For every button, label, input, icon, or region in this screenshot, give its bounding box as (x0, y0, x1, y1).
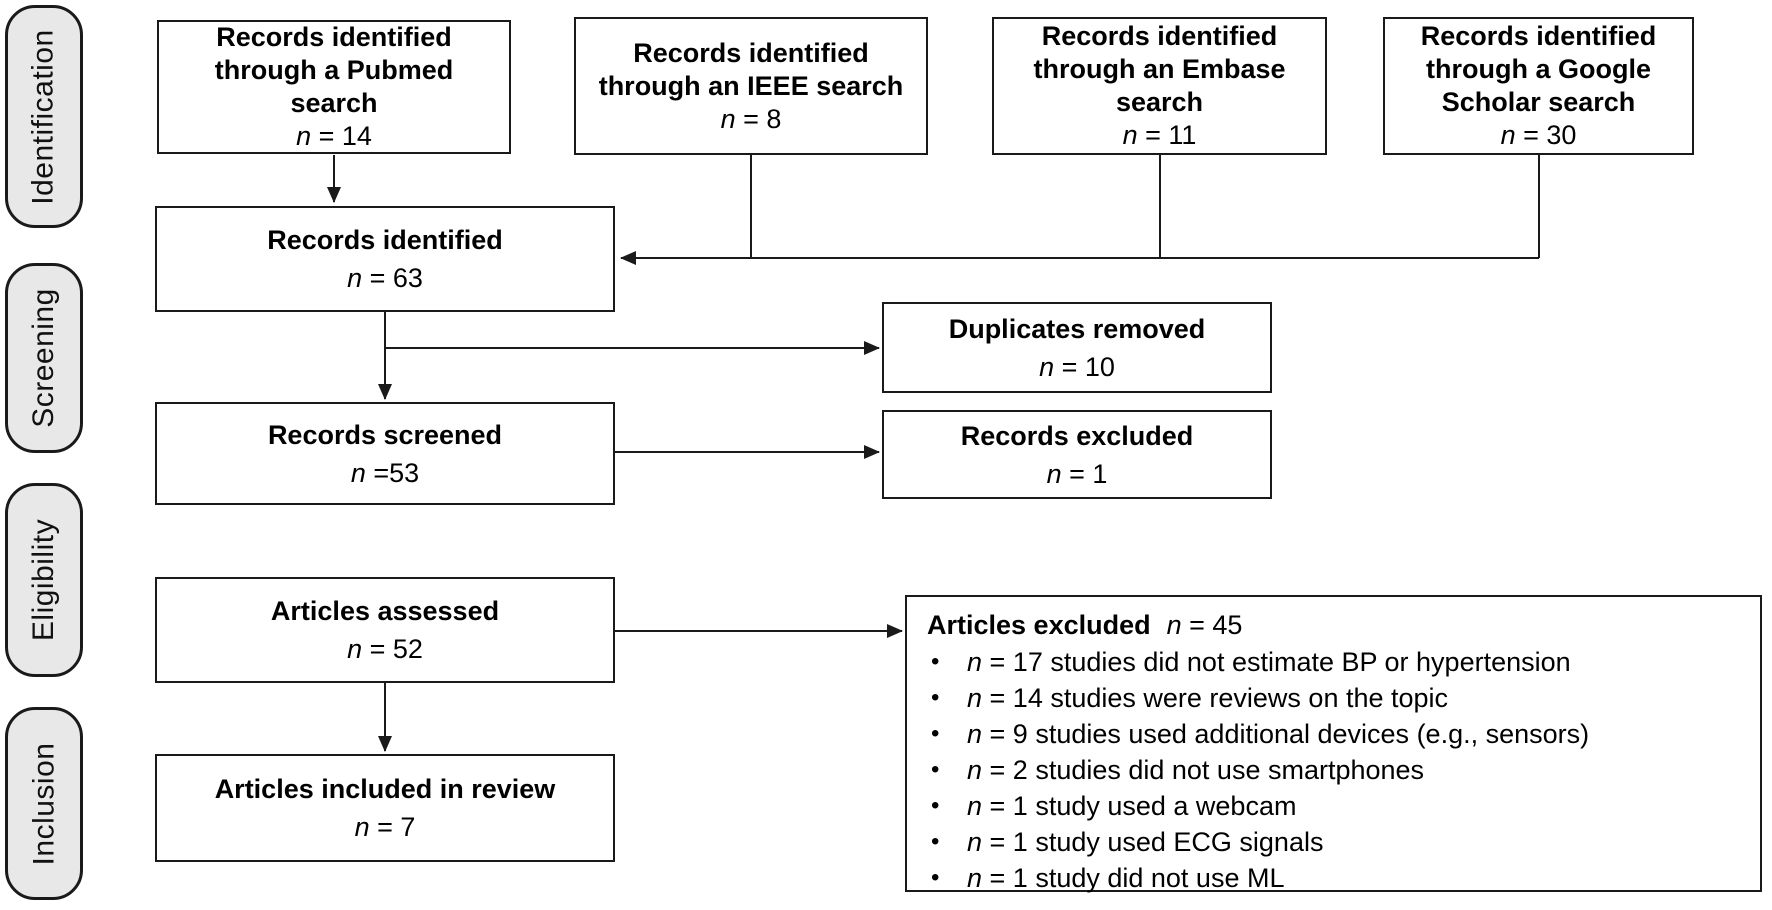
records-excluded-box: Records excluded n = 1 (882, 410, 1272, 499)
articles-assessed-title: Articles assessed (270, 596, 500, 626)
n-symbol: n (1122, 120, 1138, 150)
n-value: = 1 (1061, 458, 1108, 489)
exclusion-reason-item: n = 2 studies did not use smartphones (927, 752, 1744, 788)
n-value: = 45 (1181, 610, 1243, 640)
reason-text: = 1 study used a webcam (982, 791, 1297, 821)
articles-included-count: n = 7 (355, 808, 416, 846)
source-box-ieee: Records identified through an IEEE searc… (574, 17, 928, 155)
records-screened-count: n =53 (351, 454, 419, 492)
records-identified-box: Records identified n = 63 (155, 206, 615, 312)
exclusion-reason-item: n = 17 studies did not estimate BP or hy… (927, 644, 1744, 680)
n-symbol: n (1046, 458, 1062, 489)
records-excluded-count: n = 1 (1047, 455, 1108, 493)
stage-label-identification: Identification (27, 28, 61, 205)
source-box-pubmed: Records identified through a Pubmed sear… (157, 20, 511, 154)
n-symbol: n (967, 791, 983, 821)
stage-label-eligibility: Eligibility (27, 518, 60, 642)
source-google-count: n = 30 (1501, 119, 1577, 152)
records-screened-box: Records screened n =53 (155, 402, 615, 505)
source-google-line3: Scholar search (1441, 87, 1636, 117)
records-excluded-title: Records excluded (960, 420, 1194, 451)
n-value: =53 (365, 457, 420, 488)
records-identified-title: Records identified (267, 225, 503, 255)
n-symbol: n (347, 634, 363, 664)
articles-excluded-header: Articles excluded n = 45 (927, 607, 1744, 644)
articles-included-title: Articles included in review (214, 774, 556, 804)
source-ieee-line1: Records identified (633, 37, 869, 68)
n-value: = 30 (1515, 120, 1577, 150)
n-value: = 8 (735, 103, 782, 134)
articles-assessed-box: Articles assessed n = 52 (155, 577, 615, 683)
articles-excluded-title: Articles excluded (927, 610, 1151, 640)
n-value: = 63 (362, 263, 423, 293)
records-identified-count: n = 63 (347, 259, 423, 297)
stage-label-screening: Screening (27, 288, 60, 428)
reason-text: = 9 studies used additional devices (e.g… (982, 719, 1590, 749)
articles-excluded-box: Articles excluded n = 45 n = 17 studies d… (905, 595, 1762, 896)
source-embase-line3: search (1115, 87, 1204, 117)
stage-pill-inclusion: Inclusion (5, 707, 83, 900)
n-symbol: n (1500, 120, 1516, 150)
n-symbol: n (967, 755, 983, 785)
n-symbol: n (720, 103, 736, 134)
source-embase-line2: through an Embase (1033, 54, 1286, 84)
stage-label-inclusion: Inclusion (27, 742, 60, 865)
exclusion-reason-item: n = 1 study used ECG signals (927, 824, 1744, 860)
n-symbol: n (967, 827, 983, 857)
source-pubmed-line3: search (290, 88, 378, 118)
n-value: = 52 (362, 634, 423, 664)
n-symbol: n (967, 863, 983, 893)
exclusion-reason-item: n = 1 study used a webcam (927, 788, 1744, 824)
source-box-google-scholar: Records identified through a Google Scho… (1383, 17, 1694, 155)
n-value: = 14 (311, 121, 372, 151)
source-embase-count: n = 11 (1123, 119, 1197, 152)
exclusion-reason-item: n = 9 studies used additional devices (e… (927, 716, 1744, 752)
exclusion-reason-list: n = 17 studies did not estimate BP or hy… (927, 644, 1744, 896)
n-symbol: n (296, 121, 312, 151)
n-value: = 7 (369, 812, 416, 842)
n-symbol: n (1166, 610, 1182, 640)
n-symbol: n (967, 647, 983, 677)
n-value: = 10 (1054, 351, 1115, 382)
source-google-line2: through a Google (1426, 54, 1651, 84)
duplicates-removed-count: n = 10 (1039, 348, 1115, 386)
stage-pill-eligibility: Eligibility (5, 483, 83, 677)
stage-pill-screening: Screening (5, 263, 83, 453)
n-value: = 11 (1137, 120, 1197, 150)
duplicates-removed-title: Duplicates removed (948, 313, 1206, 344)
reason-text: = 1 study used ECG signals (982, 827, 1324, 857)
source-pubmed-line2: through a Pubmed (214, 55, 454, 85)
n-symbol: n (967, 683, 983, 713)
source-google-line1: Records identified (1420, 21, 1657, 51)
n-symbol: n (1039, 351, 1055, 382)
source-pubmed-count: n = 14 (296, 120, 372, 153)
source-embase-line1: Records identified (1041, 21, 1278, 51)
source-pubmed-line1: Records identified (216, 22, 452, 52)
reason-text: = 2 studies did not use smartphones (982, 755, 1425, 785)
duplicates-removed-box: Duplicates removed n = 10 (882, 302, 1272, 393)
n-symbol: n (354, 812, 370, 842)
records-screened-title: Records screened (267, 419, 503, 450)
n-symbol: n (350, 457, 366, 488)
source-box-embase: Records identified through an Embase sea… (992, 17, 1327, 155)
articles-assessed-count: n = 52 (347, 630, 423, 668)
source-ieee-line2: through an IEEE search (598, 70, 904, 101)
reason-text: = 17 studies did not estimate BP or hype… (982, 647, 1571, 677)
stage-pill-identification: Identification (5, 5, 83, 228)
n-symbol: n (967, 719, 983, 749)
articles-included-box: Articles included in review n = 7 (155, 754, 615, 862)
reason-text: = 14 studies were reviews on the topic (982, 683, 1449, 713)
reason-text: = 1 study did not use ML (982, 863, 1285, 893)
exclusion-reason-item: n = 1 study did not use ML (927, 860, 1744, 896)
n-symbol: n (347, 263, 363, 293)
exclusion-reason-item: n = 14 studies were reviews on the topic (927, 680, 1744, 716)
source-ieee-count: n = 8 (721, 103, 782, 136)
